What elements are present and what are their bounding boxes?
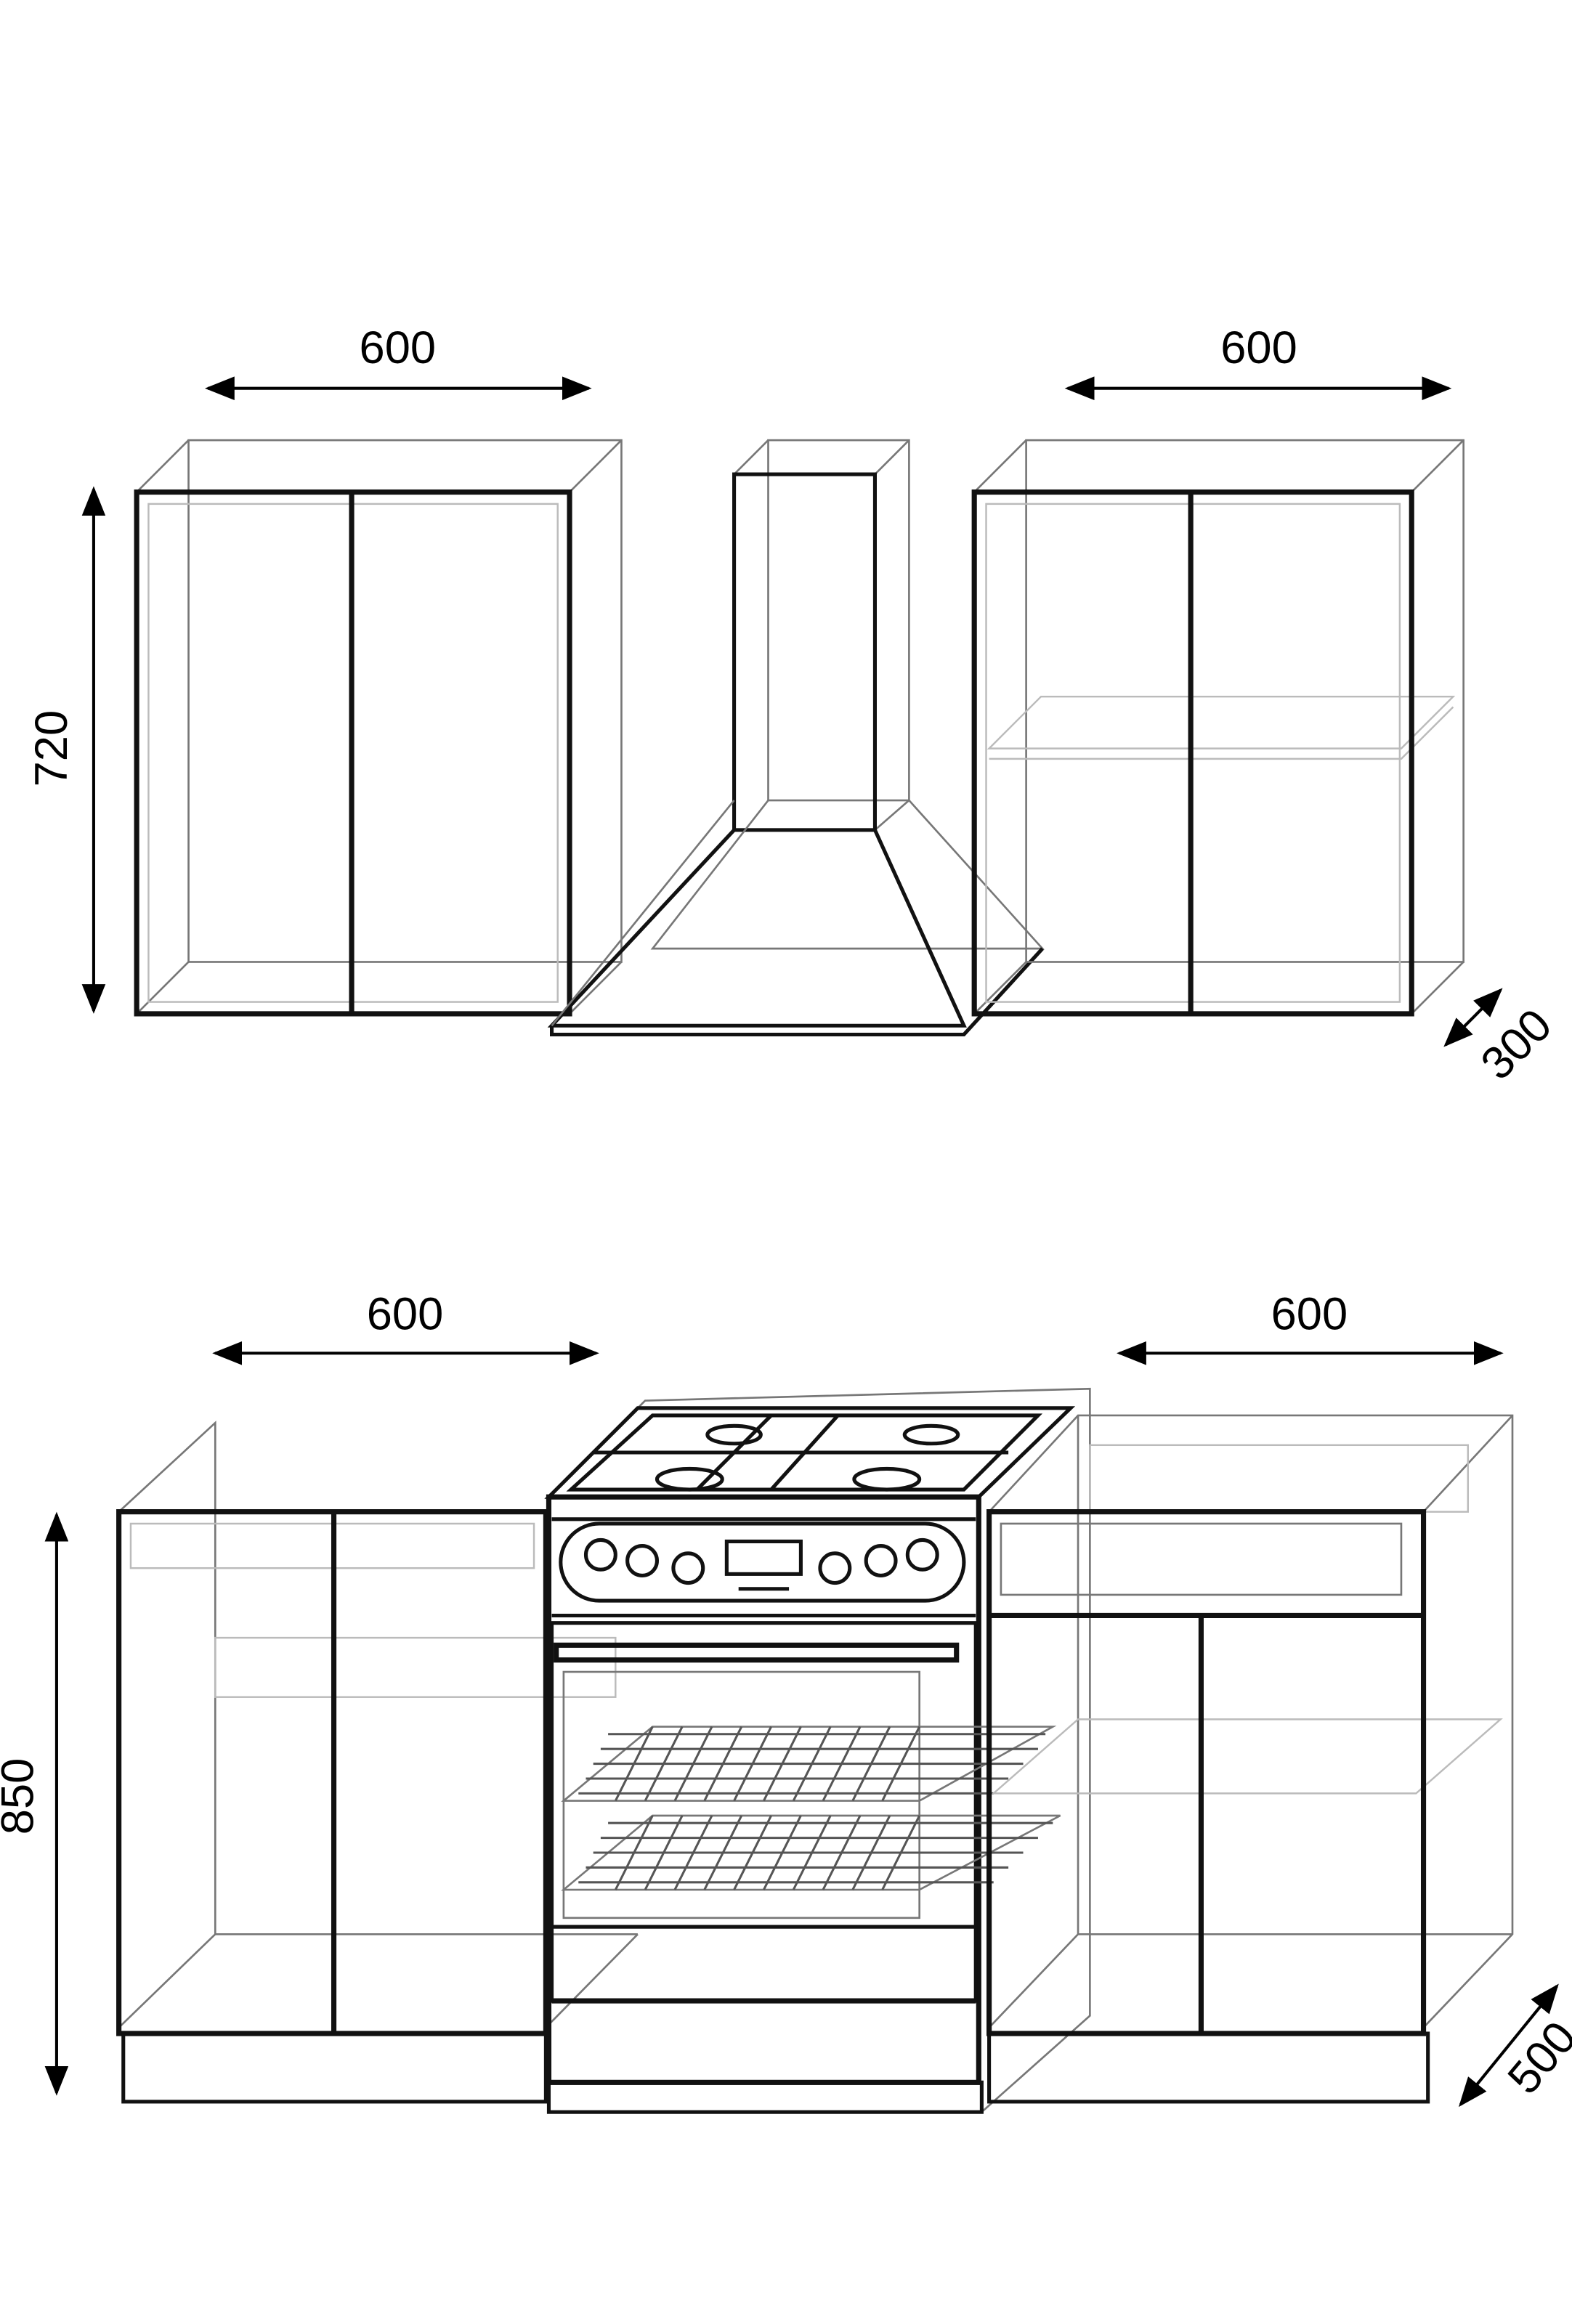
dimension-label: 600: [1220, 322, 1297, 373]
dimension-lower-right-width: 600: [1117, 1289, 1504, 1365]
lower-left-cabinet: [116, 1421, 639, 2104]
knob-icon: [625, 1544, 659, 1577]
storage-drawer: [550, 1925, 978, 2003]
dimension-label: 850: [0, 1758, 43, 1835]
range-hood: [547, 439, 1045, 1037]
plinth: [546, 2080, 984, 2114]
control-panel: [551, 1517, 976, 1618]
dimension-label: 600: [1271, 1289, 1348, 1340]
dimension-upper-right-width: 600: [1064, 322, 1452, 401]
oven-rack-lower: [561, 1814, 1061, 1891]
knob-icon: [864, 1544, 898, 1577]
dimension-lower-height: 850: [0, 1511, 69, 2096]
dimension-upper-left-width: 600: [204, 322, 592, 401]
dimension-upper-depth: 300: [1443, 988, 1562, 1089]
dimension-label: 600: [360, 322, 437, 373]
lower-right-cabinet: [986, 1414, 1514, 2104]
knob-icon: [583, 1537, 617, 1572]
knob-icon: [671, 1551, 705, 1585]
dimension-label: 300: [1471, 999, 1561, 1089]
knob-icon: [905, 1537, 939, 1572]
dimension-upper-height: 720: [26, 486, 106, 1014]
oven-rack-upper: [561, 1726, 1057, 1802]
dimension-lower-left-width: 600: [212, 1289, 599, 1365]
knob-icon: [818, 1551, 852, 1585]
dimension-label: 720: [26, 710, 77, 787]
burner-grate: [566, 1413, 1043, 1492]
upper-right-cabinet: [971, 439, 1464, 1017]
gas-stove: [544, 1387, 1091, 2114]
oven-door: [550, 1621, 1061, 1929]
upper-left-cabinet: [134, 439, 623, 1017]
dimension-label: 600: [367, 1289, 444, 1340]
dimension-label: 500: [1498, 2012, 1572, 2104]
dimension-lower-depth: 500: [1458, 1983, 1572, 2108]
display-icon: [724, 1539, 803, 1576]
